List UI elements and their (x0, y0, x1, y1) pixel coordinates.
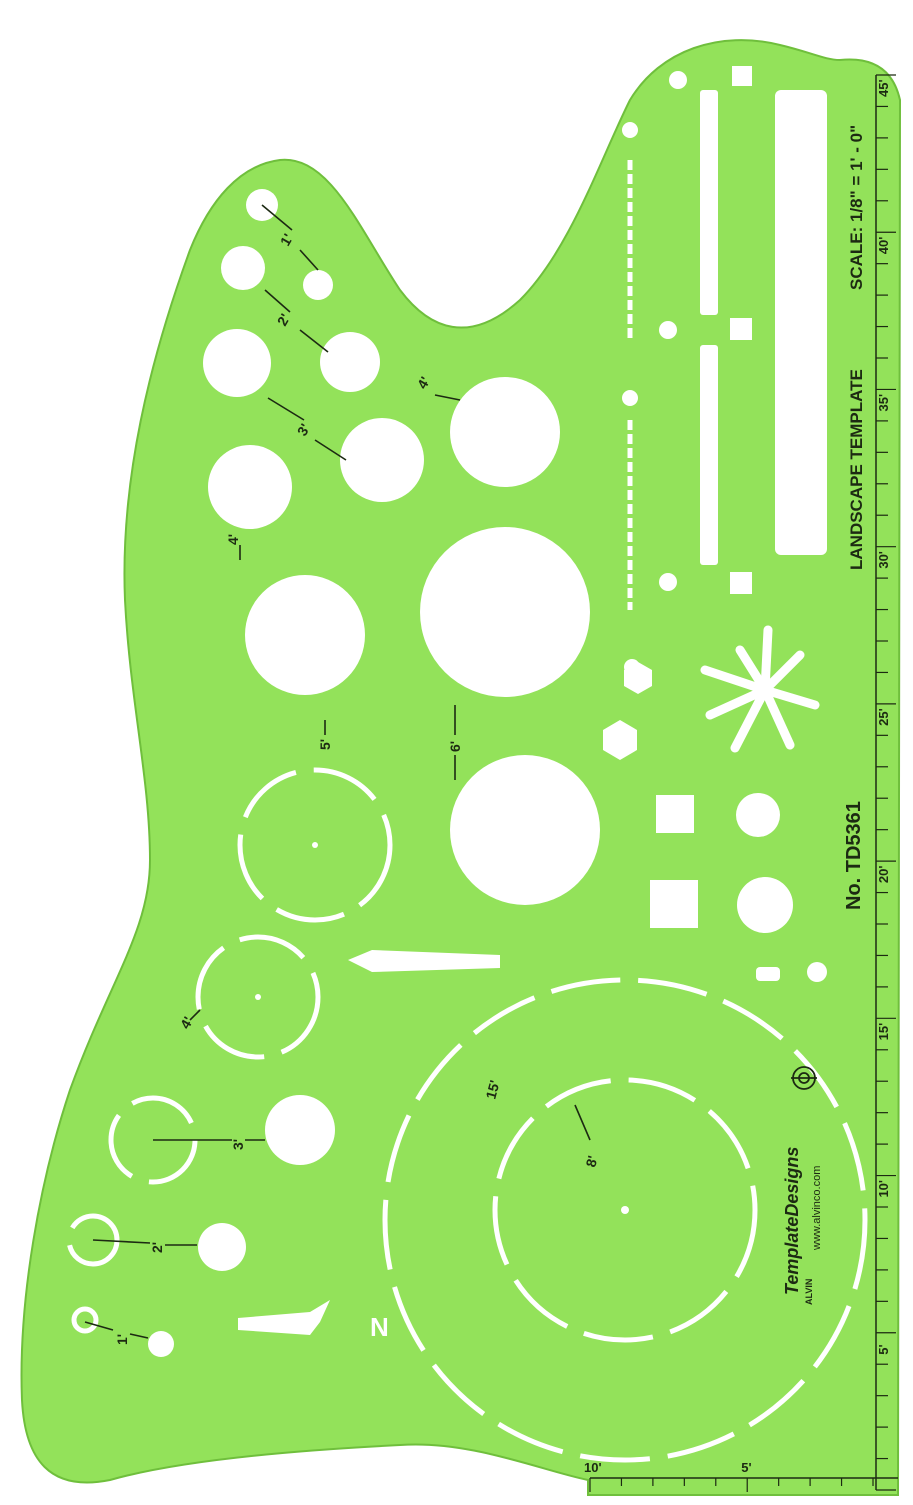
shrub-cutout (450, 755, 600, 905)
label-tree-15: 15' (482, 1078, 502, 1100)
template-title: LANDSCAPE TEMPLATE (847, 369, 866, 570)
label-tree-8: 8' (582, 1154, 600, 1169)
ruler-label: 10' (584, 1460, 602, 1475)
tree-circles (66, 767, 868, 1463)
north-arrow-cutout (238, 1300, 330, 1335)
label-star-5: 5' (317, 739, 333, 750)
square-cutout (650, 880, 698, 928)
center-dot (621, 1206, 629, 1214)
ruler-label: 45' (876, 79, 891, 97)
tree-circle-1 (71, 1306, 99, 1334)
horizontal-ruler: 10' 5' (584, 1460, 898, 1492)
ruler-label: 5' (741, 1460, 751, 1475)
hang-hole (622, 122, 638, 138)
vertical-ruler: 45' 40' 35' 30' 25' 20' 15' 10' 5' (875, 74, 896, 1491)
tree-circle-8 (492, 1077, 758, 1343)
label-cloud-6: 6' (447, 741, 463, 752)
ruler-label: 30' (876, 551, 891, 569)
ruler-label: 40' (876, 237, 891, 255)
shrub-cutout (148, 1331, 174, 1357)
hang-hole (669, 71, 687, 89)
model-number: No. TD5361 (843, 801, 865, 910)
north-letter: N (370, 1312, 389, 1342)
label-circle-3: 3' (230, 1139, 246, 1150)
small-hole (659, 573, 677, 591)
website: www.alvinco.com (811, 1166, 823, 1251)
square-cutout (656, 795, 694, 833)
circle-cutout (736, 793, 780, 837)
walkway-slot (700, 90, 718, 315)
ruler-label: 10' (876, 1180, 891, 1198)
shrub-cutouts (148, 189, 600, 1357)
center-dot (312, 842, 318, 848)
template-body (20, 39, 902, 1496)
shrub-cutout (198, 1223, 246, 1271)
shrub-cutout (265, 1095, 335, 1165)
shrub-cutout (320, 332, 380, 392)
small-hole (659, 321, 677, 339)
label-circle-2: 2' (149, 1242, 165, 1253)
label-circle-1: 1' (114, 1334, 130, 1345)
scale-text: SCALE: 1/8" = 1' - 0" (847, 125, 866, 290)
center-dot (255, 994, 261, 1000)
walkway-slot (700, 345, 718, 565)
shrub-cutout (420, 527, 590, 697)
tree-circle-5 (237, 767, 393, 923)
brand-emblem-icon (791, 1066, 817, 1090)
hedge-slot (775, 90, 827, 555)
hexagon-cutout (603, 720, 637, 760)
tree-circle-4 (195, 934, 321, 1060)
leader-lines (84, 204, 591, 1339)
ruler-label: 5' (876, 1344, 891, 1354)
ruler-label: 20' (876, 866, 891, 884)
rect-cutout (756, 967, 780, 981)
brand-name: TemplateDesigns (782, 1147, 802, 1295)
small-hole (624, 659, 640, 675)
shrub-cutout (221, 246, 265, 290)
tree-circle-15 (382, 977, 868, 1463)
tree-circle-2 (66, 1213, 120, 1267)
label-star-4: 4' (225, 534, 241, 545)
palm-symbol (700, 625, 820, 753)
arrow-cutout (348, 950, 500, 972)
circle-cutout (807, 962, 827, 982)
circle-cutout (737, 877, 793, 933)
shrub-cutout (303, 270, 333, 300)
shrub-cutout (450, 377, 560, 487)
small-hole (622, 390, 638, 406)
brand-logo-text: ALVIN (804, 1279, 814, 1305)
square-cutout (730, 318, 752, 340)
square-cutout (732, 66, 752, 86)
ruler-label: 15' (876, 1023, 891, 1041)
shrub-cutout (340, 418, 424, 502)
shrub-cutout (208, 445, 292, 529)
square-cutout (730, 572, 752, 594)
shrub-cutout (245, 575, 365, 695)
shrub-cutout (203, 329, 271, 397)
ruler-label: 25' (876, 708, 891, 726)
ruler-label: 35' (876, 394, 891, 412)
